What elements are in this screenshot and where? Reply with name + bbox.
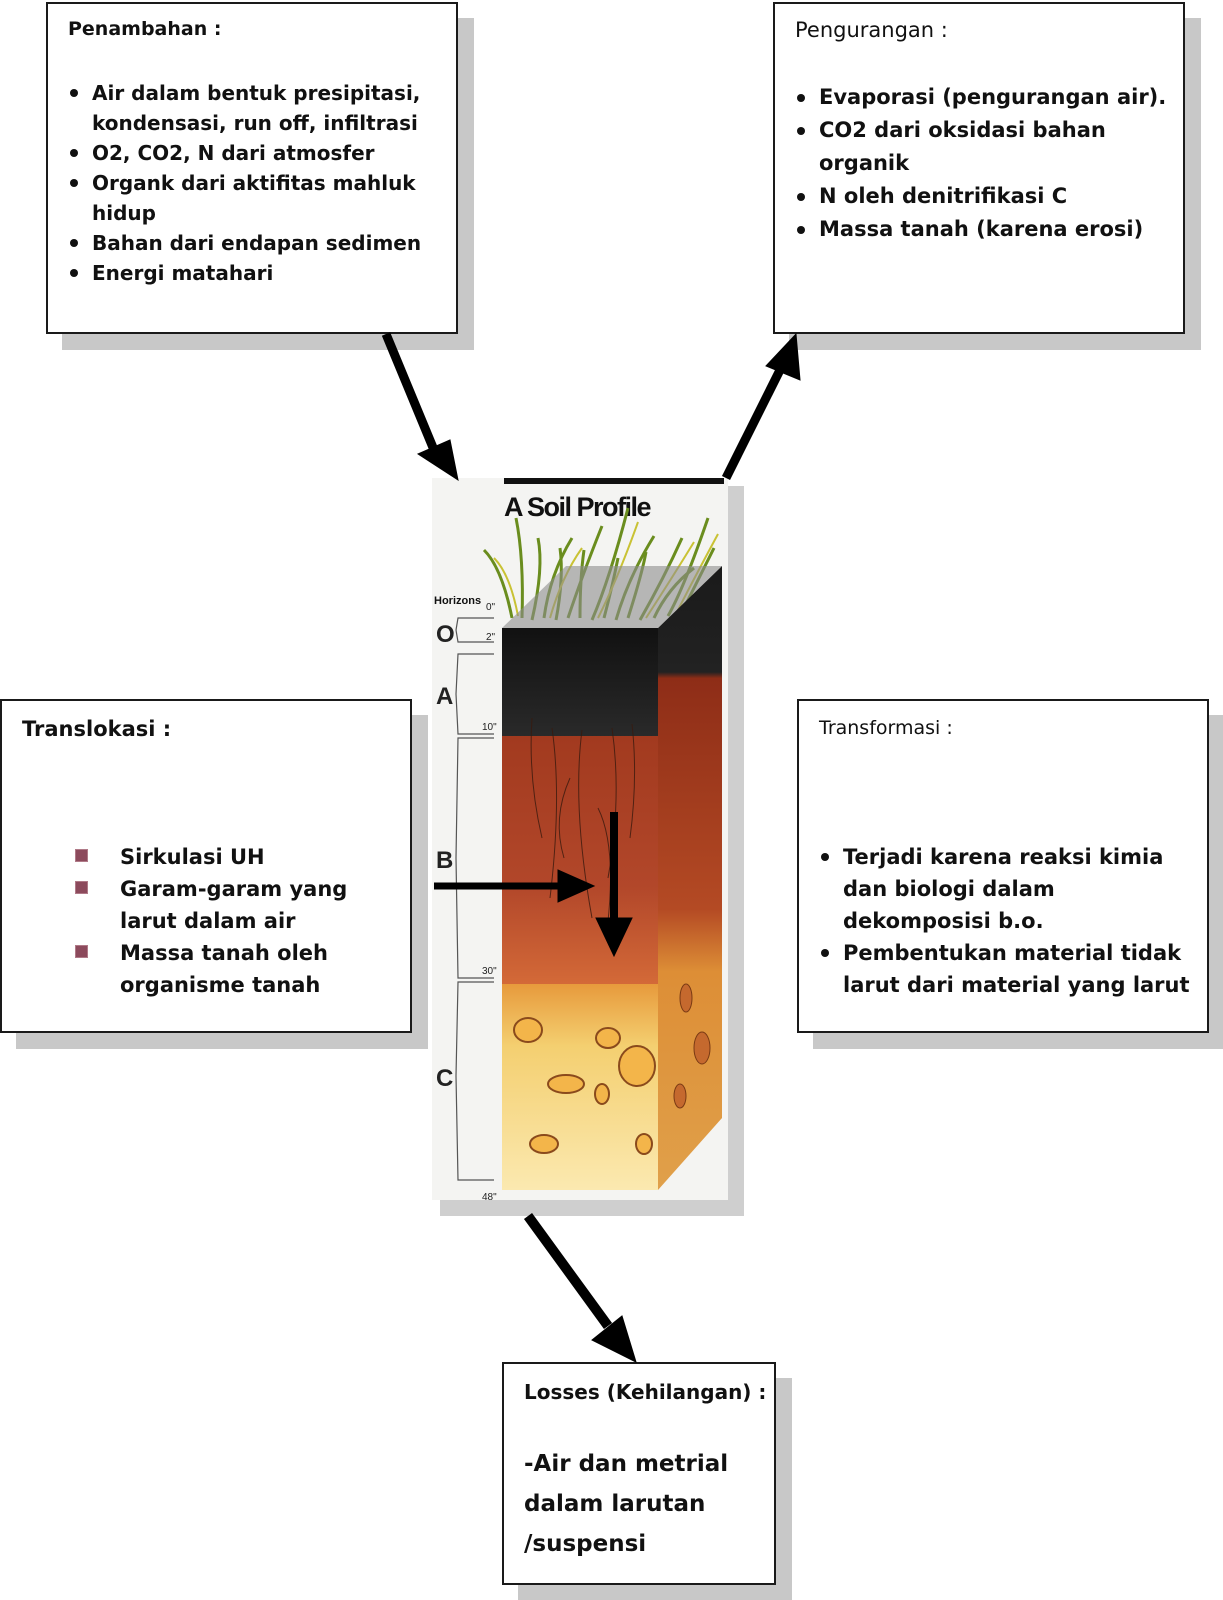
list-item: Sirkulasi UH xyxy=(72,841,402,873)
list-item: Garam-garam yang larut dalam air xyxy=(72,873,402,937)
arrow-head xyxy=(591,1315,637,1363)
penambahan-box: Penambahan : Air dalam bentuk presipitas… xyxy=(46,2,458,334)
list-item: Energi matahari xyxy=(68,258,448,288)
list-item: Pembentukan material tidak larut dari ma… xyxy=(819,937,1199,1001)
translokasi-list: Sirkulasi UH Garam-garam yang larut dala… xyxy=(72,841,402,1001)
translokasi-box: Translokasi : Sirkulasi UH Garam-garam y… xyxy=(0,699,412,1033)
pengurangan-list: Evaporasi (pengurangan air). CO2 dari ok… xyxy=(795,81,1175,246)
horizon-label-c: C xyxy=(436,1065,453,1092)
list-item: Massa tanah oleh organisme tanah xyxy=(72,937,402,1001)
rocks xyxy=(513,1017,656,1155)
arrow-head xyxy=(765,332,801,381)
depth-label-48: 48" xyxy=(482,1192,497,1203)
soil-profile-illustration: A Soil Profile xyxy=(432,478,744,1216)
list-item: CO2 dari oksidasi bahan organik xyxy=(795,114,1175,180)
list-item: O2, CO2, N dari atmosfer xyxy=(68,138,448,168)
translokasi-title: Translokasi : xyxy=(22,717,172,741)
arrow-head xyxy=(416,439,459,482)
list-item: Evaporasi (pengurangan air). xyxy=(795,81,1175,114)
arrow-head xyxy=(595,917,633,958)
list-item: Massa tanah (karena erosi) xyxy=(795,213,1175,246)
transformasi-box: Transformasi : Terjadi karena reaksi kim… xyxy=(797,699,1209,1033)
depth-label-10: 10" xyxy=(482,722,497,733)
horizon-brackets xyxy=(455,617,494,1181)
profile-title: A Soil Profile xyxy=(504,492,652,522)
soil-profile-svg: A Soil Profile xyxy=(432,478,744,1216)
penambahan-title: Penambahan : xyxy=(68,18,222,40)
transformasi-title: Transformasi : xyxy=(819,717,953,739)
arrow-penambahan-to-soil xyxy=(381,332,439,452)
list-item: Terjadi karena reaksi kimia dan biologi … xyxy=(819,841,1199,937)
horizon-b-layer xyxy=(502,736,658,986)
losses-title: Losses (Kehilangan) : xyxy=(524,1380,767,1404)
horizon-o-a-layer xyxy=(502,628,658,738)
losses-box: Losses (Kehilangan) : -Air dan metrial d… xyxy=(502,1362,776,1585)
pengurangan-box: Pengurangan : Evaporasi (pengurangan air… xyxy=(773,2,1185,334)
depth-label-30: 30" xyxy=(482,966,497,977)
horizon-label-b: B xyxy=(436,847,453,874)
arrow-soil-to-losses xyxy=(523,1213,613,1329)
horizon-label-a: A xyxy=(436,683,453,710)
profile-top-face xyxy=(502,566,722,628)
depth-label-2: 2" xyxy=(486,632,496,643)
profile-top-bar xyxy=(504,478,724,484)
list-item: Air dalam bentuk presipitasi, kondensasi… xyxy=(68,78,448,138)
losses-body: -Air dan metrial dalam larutan /suspensi xyxy=(524,1451,729,1557)
depth-label-0: 0" xyxy=(486,602,496,613)
horizon-label-o: O xyxy=(436,621,455,648)
list-item: Bahan dari endapan sedimen xyxy=(68,228,448,258)
pengurangan-title: Pengurangan : xyxy=(795,18,948,42)
arrow-head xyxy=(557,869,596,903)
penambahan-list: Air dalam bentuk presipitasi, kondensasi… xyxy=(68,78,448,288)
arrow-soil-to-pengurangan xyxy=(721,367,785,481)
list-item: Organk dari aktifitas mahluk hidup xyxy=(68,168,448,228)
list-item: N oleh denitrifikasi C xyxy=(795,180,1175,213)
transformasi-list: Terjadi karena reaksi kimia dan biologi … xyxy=(819,841,1199,1001)
horizons-label: Horizons xyxy=(434,595,481,607)
